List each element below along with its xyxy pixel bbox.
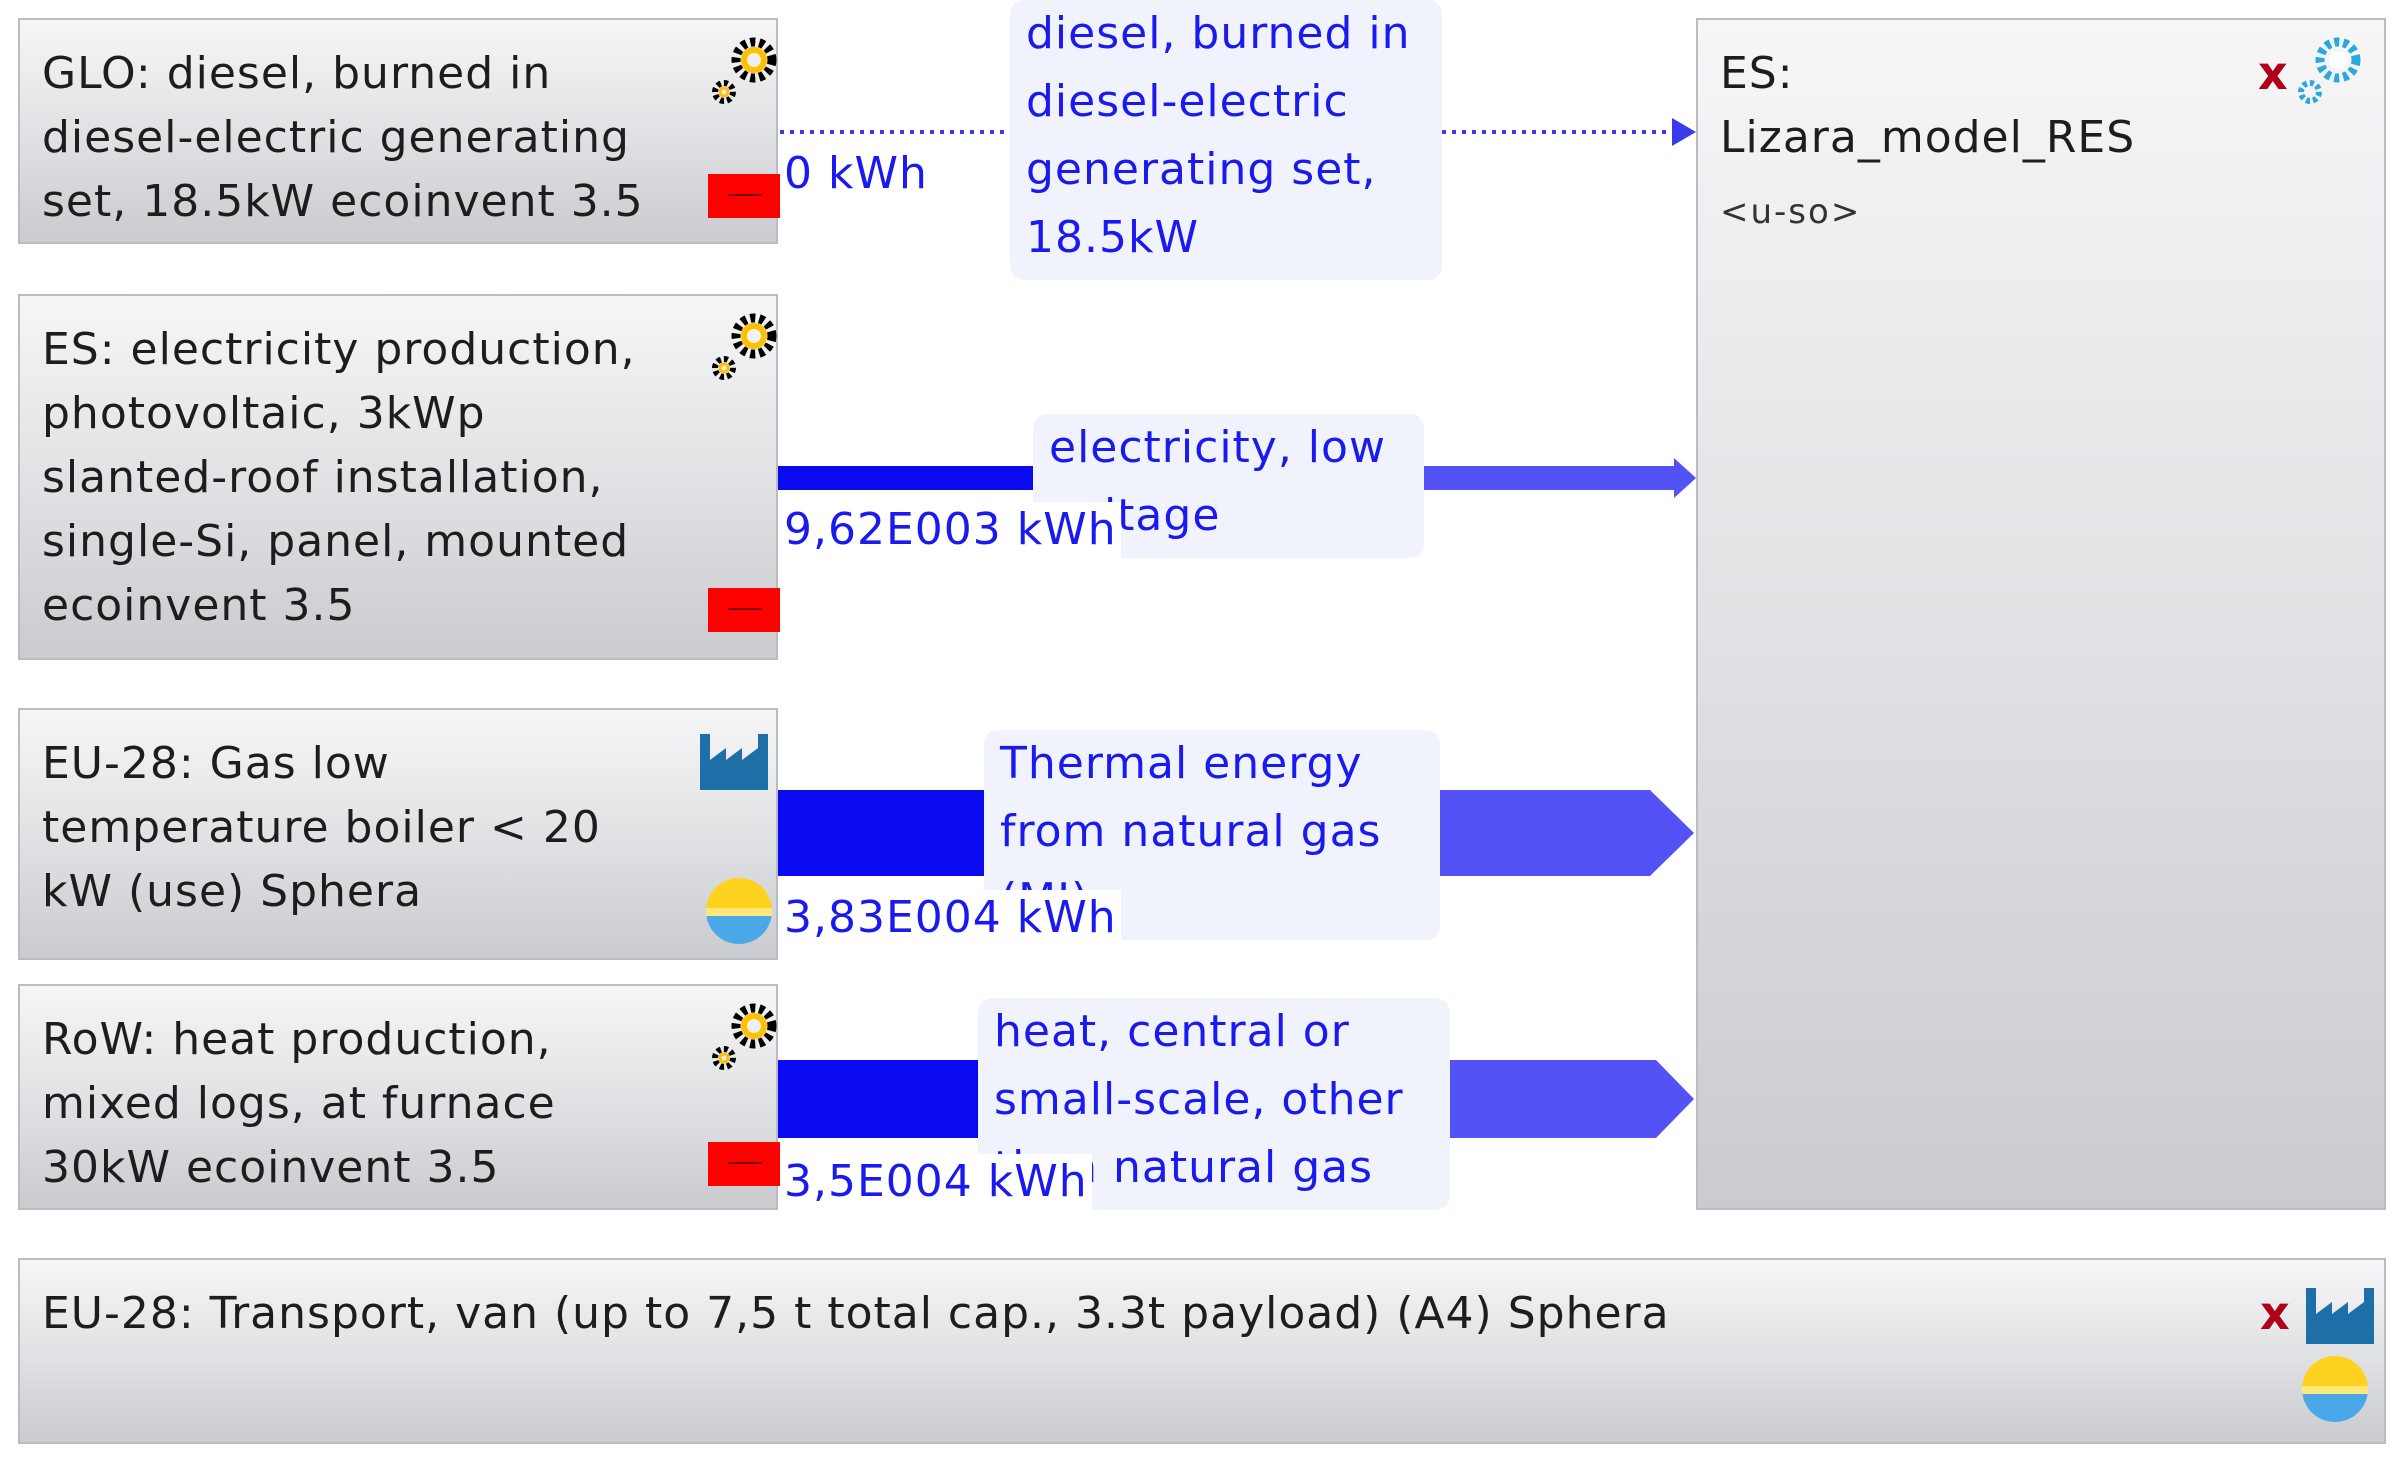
flow-amount-diesel: 0 kWh [780,146,932,202]
flow-name-diesel[interactable]: diesel, burned in diesel-electric genera… [1010,0,1442,280]
transport-label: EU-28: Transport, van (up to 7,5 t total… [42,1288,1670,1339]
x-mark-icon[interactable]: x [2260,1286,2291,1340]
flow-amount-thermal-energy: 3,83E004 kWh [780,890,1121,946]
flow-name-thermal-energy[interactable]: Thermal energy from natural gas (MJ) [984,730,1440,940]
gears-icon [712,313,777,380]
flow-arrow-electricity[interactable] [778,458,1696,498]
sphera-sun-icon [2302,1356,2368,1422]
process-box-electricity[interactable]: ES: electricity production, photovoltaic… [18,294,780,660]
factory-icon [2306,1288,2374,1344]
target-label: ES: Lizara_model_RES [1720,48,2136,163]
target-process-box[interactable]: ES: Lizara_model_RES <u-so> x [1696,18,2386,1210]
process-label: GLO: diesel, burned in diesel-electric g… [42,48,644,227]
process-label: ES: electricity production, photovoltaic… [42,324,636,631]
process-box-gas-boiler[interactable]: EU-28: Gas low temperature boiler < 20 k… [18,708,778,960]
flow-arrow-diesel[interactable] [780,118,1696,146]
transport-process-box[interactable]: EU-28: Transport, van (up to 7,5 t total… [18,1258,2386,1444]
flow-amount-electricity: 9,62E003 kWh [780,502,1121,558]
flow-arrow-thermal-energy[interactable] [778,790,1694,876]
gears-icon [712,37,777,104]
red-flag-icon [708,1142,780,1186]
x-mark-icon[interactable]: x [2258,46,2289,100]
process-box-heat-logs[interactable]: RoW: heat production, mixed logs, at fur… [18,984,780,1210]
process-label: RoW: heat production, mixed logs, at fur… [42,1014,556,1193]
gears-icon [712,1003,777,1070]
process-label: EU-28: Gas low temperature boiler < 20 k… [42,738,601,917]
red-flag-icon [708,588,780,632]
factory-icon [700,734,768,790]
flow-amount-heat: 3,5E004 kWh [780,1154,1092,1210]
blue-gears-icon [2298,37,2361,104]
target-sublabel: <u-so> [1720,192,1862,232]
flow-arrow-heat[interactable] [778,1060,1694,1138]
red-flag-icon [708,174,780,218]
process-box-diesel[interactable]: GLO: diesel, burned in diesel-electric g… [18,18,780,244]
sphera-sun-icon [706,878,772,944]
